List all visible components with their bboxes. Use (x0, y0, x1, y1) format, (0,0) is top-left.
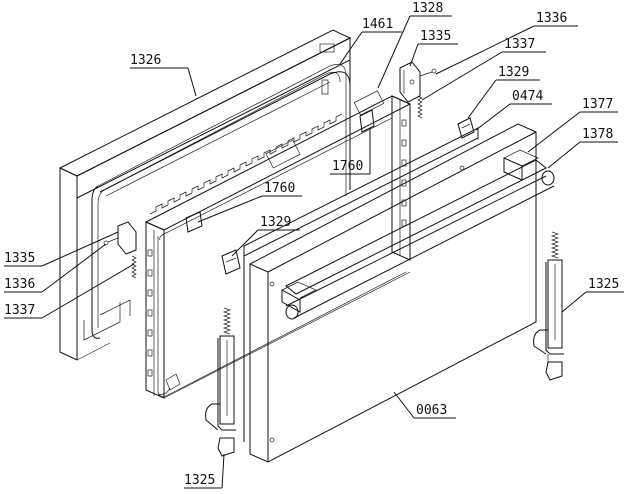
block-1760-mid (359, 109, 375, 133)
door-seal-gasket (99, 71, 351, 197)
leader-lines (4, 15, 624, 489)
spring-top (417, 95, 423, 119)
inner-glass-panel (243, 127, 479, 442)
label-1335-top: 1335 (420, 29, 451, 44)
hinge-bracket-top (399, 61, 437, 103)
label-1336-top: 1336 (536, 11, 567, 26)
label-1336-left: 1336 (4, 277, 35, 292)
label-1325-bottom: 1325 (184, 473, 215, 488)
hinge-bracket-left (103, 221, 137, 255)
outer-door-frame (58, 29, 352, 361)
label-1760-mid: 1760 (332, 159, 363, 174)
inner-door-frame (144, 90, 412, 399)
hinge-left (205, 307, 236, 457)
label-1337-top: 1337 (504, 37, 535, 52)
label-1378: 1378 (582, 127, 613, 142)
label-1329-mid: 1329 (260, 215, 291, 230)
outer-glass-panel (249, 123, 537, 463)
label-0474: 0474 (512, 89, 543, 104)
glass-clip-mid (221, 249, 241, 275)
label-1326: 1326 (130, 53, 161, 68)
hinge-right (533, 231, 564, 381)
block-1760-left (185, 211, 203, 233)
label-1329-top: 1329 (498, 65, 529, 80)
label-1337-left: 1337 (4, 303, 35, 318)
label-1325-right: 1325 (588, 277, 619, 292)
label-1335-left: 1335 (4, 251, 35, 266)
label-1377: 1377 (582, 97, 613, 112)
label-1461: 1461 (362, 17, 393, 32)
glass-clip-top (457, 117, 475, 139)
door-handle (281, 149, 555, 320)
label-1760-left: 1760 (264, 181, 295, 196)
label-1328: 1328 (412, 1, 443, 16)
label-0063: 0063 (416, 403, 447, 418)
spring-left (131, 255, 137, 279)
